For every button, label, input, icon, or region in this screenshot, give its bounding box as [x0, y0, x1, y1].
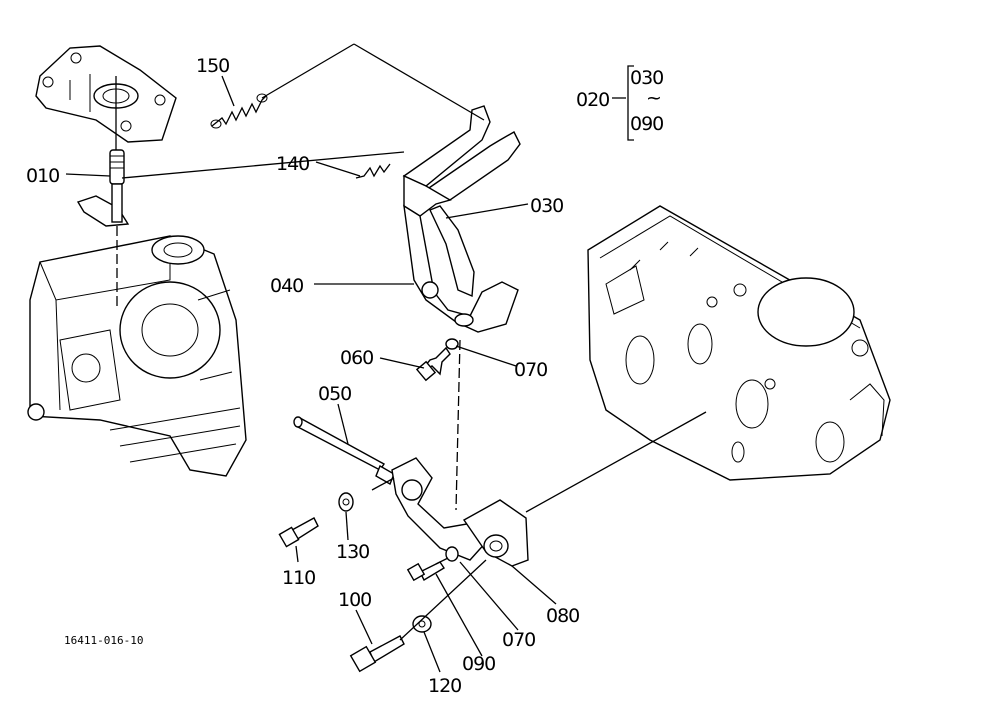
label-100: 100 [338, 589, 371, 611]
group-reference-020: 020 030 ~ 090 [576, 65, 664, 141]
label-140: 140 [276, 153, 309, 175]
label-080: 080 [546, 605, 579, 627]
part-150-spring [210, 93, 268, 129]
label-010: 010 [26, 165, 59, 187]
label-030: 030 [530, 195, 563, 217]
part-010-shaft [76, 149, 130, 227]
drawing-number: 16411-016-10 [64, 634, 143, 647]
part-050-rod [293, 416, 395, 486]
label-040: 040 [270, 275, 303, 297]
part-030-lever [402, 105, 521, 217]
part-070-washer-upper [445, 338, 459, 350]
label-050: 050 [318, 383, 351, 405]
label-070-lower: 070 [502, 629, 535, 651]
label-090: 090 [462, 653, 495, 675]
label-070-upper: 070 [514, 359, 547, 381]
part-060-bolt [415, 346, 451, 382]
part-labels: 010 150 140 030 040 060 070 050 130 110 … [26, 55, 580, 697]
label-020: 020 [576, 89, 609, 111]
part-080-lever-assembly [391, 457, 529, 567]
cover-plate [35, 45, 177, 143]
label-group-030: 030 [630, 67, 663, 89]
part-120-washer [412, 615, 432, 633]
label-130: 130 [336, 541, 369, 563]
part-110-bolt [278, 517, 319, 548]
engine-block-left [27, 235, 247, 477]
label-060: 060 [340, 347, 373, 369]
part-090-bolt [406, 561, 445, 582]
label-120: 120 [428, 675, 461, 697]
part-040-arm [403, 204, 519, 333]
part-070-washer-lower [445, 546, 459, 562]
label-group-tilde: ~ [646, 87, 661, 109]
label-150: 150 [196, 55, 229, 77]
center-lines [115, 43, 707, 641]
leader-lines [65, 75, 557, 673]
part-140-pin [355, 163, 391, 179]
label-group-090: 090 [630, 113, 663, 135]
part-100-bolt [349, 635, 405, 673]
engine-block-right [587, 205, 891, 481]
label-110: 110 [282, 567, 315, 589]
part-130-washer [338, 492, 354, 512]
